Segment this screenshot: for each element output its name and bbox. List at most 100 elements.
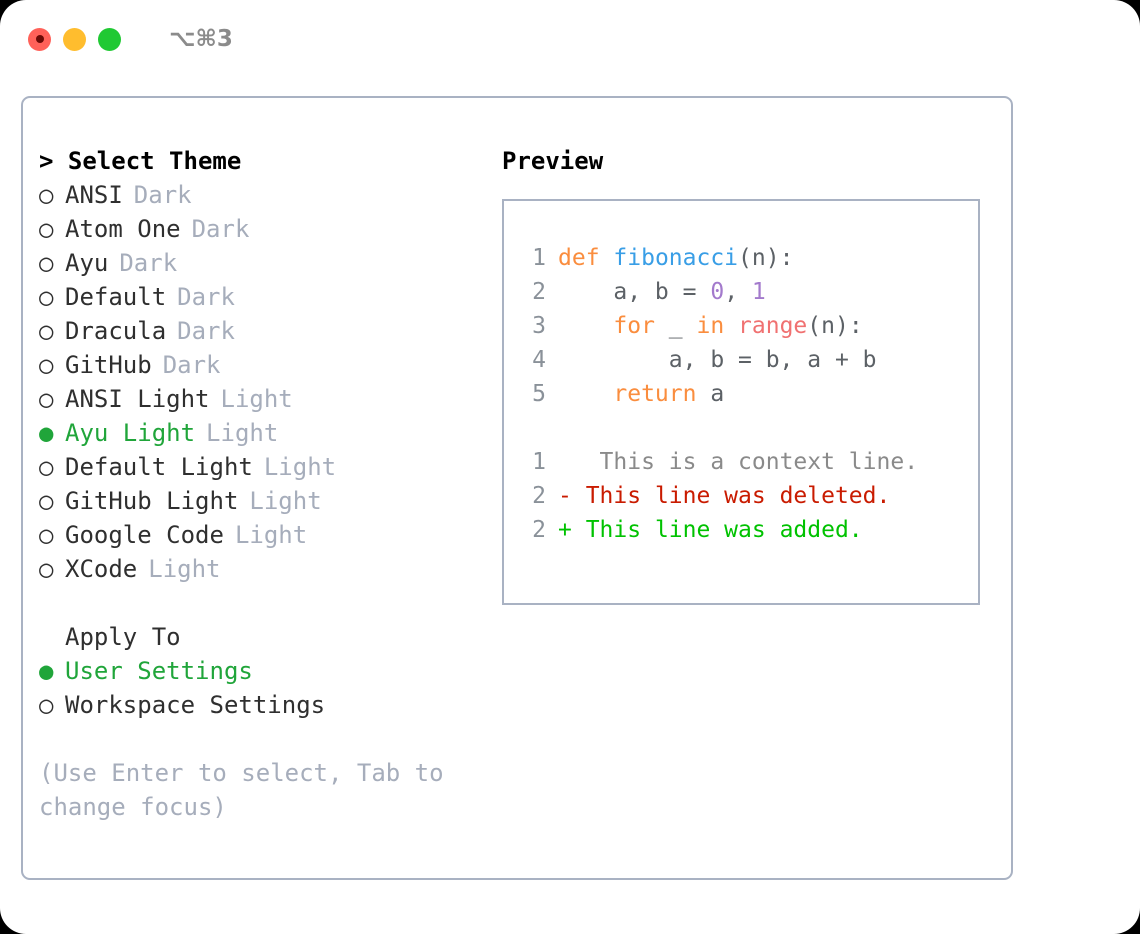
code-token: range (738, 313, 808, 339)
radio-unselected-icon: ○ (39, 385, 54, 413)
code-token: a, b = (558, 279, 711, 305)
theme-option-label: XCode (65, 555, 138, 583)
diff-marker: - (558, 483, 572, 509)
apply-to-option-user-settings[interactable]: ● User Settings (39, 654, 489, 688)
theme-option-kind: Dark (119, 249, 178, 277)
code-token: (n): (738, 245, 794, 271)
theme-option-kind: Light (206, 419, 279, 447)
code-token: def (558, 245, 600, 271)
theme-option-label: Default Light (65, 453, 253, 481)
code-line: 2 a, b = 0, 1 (518, 275, 978, 309)
radio-unselected-icon: ○ (39, 487, 54, 515)
code-line-text: def fibonacci(n): (558, 241, 793, 275)
theme-option-label: Ayu Light (65, 419, 196, 447)
radio-unselected-icon: ○ (39, 283, 54, 311)
code-line-number: 3 (532, 313, 546, 339)
code-token (724, 313, 738, 339)
theme-option-kind: Dark (177, 283, 235, 311)
code-token: 0 (710, 279, 725, 305)
code-token: for (558, 313, 655, 339)
diff-line-text: This line was added. (571, 517, 863, 543)
code-line-number: 1 (532, 245, 546, 271)
diff-line-number: 2 (532, 483, 546, 509)
theme-option-dracula[interactable]: ○ Dracula Dark (39, 314, 489, 348)
theme-option-label: Dracula (65, 317, 167, 345)
code-line: 3 for _ in range(n): (518, 309, 978, 343)
theme-option-ansi-light[interactable]: ○ ANSI Light Light (39, 382, 489, 416)
code-token (600, 245, 614, 271)
diff-sample: 1 This is a context line. 2- This line wa… (518, 445, 978, 547)
code-line: 5 return a (518, 377, 978, 411)
code-token: in (696, 313, 725, 339)
theme-option-kind: Dark (177, 317, 235, 345)
minimize-window-button[interactable] (63, 27, 86, 51)
diff-line-number: 1 (532, 449, 546, 475)
keyboard-hint-text: (Use Enter to select, Tab to change focu… (39, 759, 459, 821)
close-window-button[interactable] (28, 27, 51, 51)
theme-option-kind: Light (249, 487, 322, 515)
code-line-text: for _ in range(n): (558, 309, 862, 343)
radio-unselected-icon: ○ (39, 317, 54, 345)
code-token: _ (654, 313, 697, 339)
diff-spacer (518, 411, 978, 445)
maximize-window-button[interactable] (98, 27, 121, 51)
theme-option-label: GitHub Light (65, 487, 239, 515)
section-spacer (39, 586, 489, 620)
code-line-number: 2 (532, 279, 546, 305)
apply-to-option-label: User Settings (65, 657, 253, 685)
theme-option-kind: Light (148, 555, 221, 583)
diff-line: 1 This is a context line. (518, 445, 978, 479)
code-token: 1 (751, 279, 766, 305)
diff-marker: + (558, 517, 572, 543)
code-line-text: return a (558, 377, 724, 411)
theme-option-kind: Light (220, 385, 293, 413)
code-line: 4 a, b = b, a + b (518, 343, 978, 377)
theme-option-github-light[interactable]: ○ GitHub Light Light (39, 484, 489, 518)
code-token: fibonacci (613, 245, 739, 271)
theme-option-label: GitHub (65, 351, 152, 379)
theme-option-label: Ayu (65, 249, 109, 277)
titlebar-shortcut-label: ⌥⌘3 (169, 26, 233, 52)
radio-unselected-icon: ○ (39, 181, 54, 209)
apply-to-option-workspace-settings[interactable]: ○Workspace Settings (39, 688, 489, 722)
radio-unselected-icon: ○ (39, 453, 54, 481)
apply-to-option-list: ● User Settings ○Workspace Settings (39, 654, 489, 722)
theme-option-kind: Dark (162, 351, 221, 379)
diff-line-text: This is a context line. (571, 449, 919, 475)
diff-marker (558, 445, 572, 479)
apply-to-option-label: Workspace Settings (65, 691, 326, 719)
radio-selected-icon: ● (39, 657, 54, 685)
code-token: a, b = b, a + b (558, 347, 877, 373)
diff-line-text: This line was deleted. (571, 483, 891, 509)
code-line-text: a, b = 0, 1 (558, 275, 766, 309)
theme-option-kind: Light (234, 521, 308, 549)
theme-option-kind: Dark (133, 181, 192, 209)
theme-option-default-light[interactable]: ○ Default Light Light (39, 450, 489, 484)
window-controls (28, 27, 121, 51)
theme-option-label: ANSI Light (65, 385, 210, 413)
theme-option-label: Atom One (65, 215, 181, 243)
code-line: 1 def fibonacci(n): (518, 241, 978, 275)
theme-option-label: Google Code (65, 521, 224, 549)
code-token: a (696, 381, 725, 407)
code-line-text: a, b = b, a + b (558, 343, 877, 377)
code-line-number: 5 (532, 381, 546, 407)
theme-option-kind: Light (263, 453, 337, 481)
code-token: , (724, 279, 752, 305)
diff-line: 2+ This line was added. (518, 513, 978, 547)
